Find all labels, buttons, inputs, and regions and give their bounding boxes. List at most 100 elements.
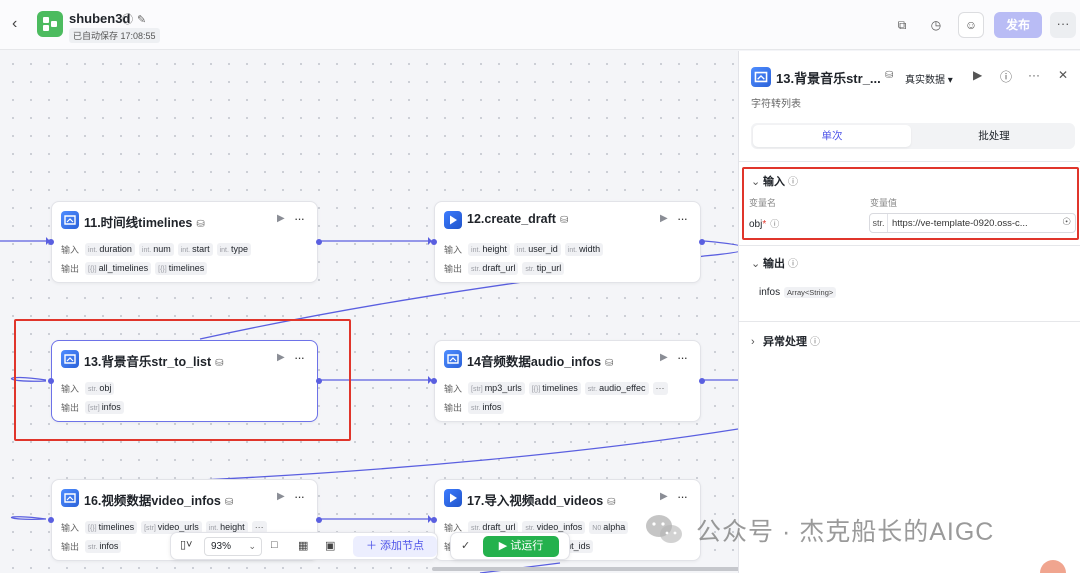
- zoom-select[interactable]: 93% ⌄: [204, 537, 262, 556]
- watermark-text: 公众号 · 杰克船长的AIGC: [696, 518, 995, 546]
- node-more-icon[interactable]: ···: [677, 211, 688, 226]
- param-tag: int.type: [216, 242, 251, 256]
- column-var-name: 变量名: [749, 198, 777, 208]
- wrench-icon[interactable]: ✓: [461, 540, 471, 552]
- help-icon[interactable]: ⓘ: [1000, 70, 1013, 84]
- tab-single[interactable]: 单次: [753, 125, 911, 147]
- output-port[interactable]: [316, 517, 322, 523]
- output-type-tag: Array<String>: [784, 287, 837, 298]
- param-tag: str.draft_url: [468, 261, 519, 275]
- canvas-toolbar: ▯˅ 93% ⌄ □ ▦ ▣ ＋ 添加节点: [170, 532, 438, 560]
- database-icon: ⛁: [224, 497, 234, 508]
- node-create-draft[interactable]: 12.create_draft⛁ ▶ ··· 输入 int.height int…: [431, 201, 705, 283]
- param-tag: str.video_infos: [522, 520, 586, 534]
- output-port[interactable]: [699, 378, 705, 384]
- mouse-mode-icon[interactable]: ▯˅: [180, 539, 193, 551]
- node-outputs-row: 输出 [{}]all_timelines [{}]timelines: [61, 261, 211, 275]
- wire-into-node-16: [11, 516, 47, 520]
- back-arrow-icon[interactable]: ‹: [12, 15, 18, 32]
- comment-icon[interactable]: □: [271, 539, 278, 551]
- inputs-label: 输入: [444, 244, 463, 255]
- wire-into-node-13: [11, 376, 47, 382]
- variable-value-input[interactable]: str.https://ve-template-0920.oss-c... ☉: [869, 213, 1076, 233]
- chevron-right-icon: ›: [751, 336, 755, 348]
- mode-tabs: 单次 批处理: [751, 123, 1075, 149]
- more-icon[interactable]: ···: [1028, 68, 1040, 82]
- node-more-icon[interactable]: ···: [677, 350, 688, 365]
- layout-icon[interactable]: ▦: [298, 540, 309, 552]
- run-node-icon[interactable]: ▶: [277, 491, 285, 502]
- run-node-icon[interactable]: ▶: [660, 352, 668, 363]
- database-icon: ⛁: [196, 219, 205, 230]
- chevron-down-icon: ⌄: [248, 541, 256, 551]
- database-icon: ⛁: [607, 497, 616, 508]
- node-outputs-row: 输出 str.infos: [444, 400, 508, 414]
- output-port[interactable]: [316, 378, 322, 384]
- run-icon[interactable]: ▶: [973, 68, 983, 82]
- outputs-label: 输出: [61, 541, 80, 552]
- node-more-icon[interactable]: ···: [294, 211, 305, 226]
- run-node-icon[interactable]: ▶: [660, 491, 668, 502]
- node-str-to-list[interactable]: 13.背景音乐str_to_list⛁ ▶ ··· 输入 str.obj 输出 …: [48, 340, 322, 422]
- avatar: [1040, 560, 1066, 573]
- plugin-icon: [444, 350, 462, 368]
- param-tag: str.obj: [85, 381, 115, 395]
- input-port[interactable]: [431, 517, 437, 523]
- node-audio-infos[interactable]: 14音频数据audio_infos⛁ ▶ ··· 输入 [str]mp3_url…: [431, 340, 705, 422]
- run-node-icon[interactable]: ▶: [277, 213, 285, 224]
- panel-title: 13.背景音乐str_...: [776, 71, 881, 86]
- node-title: 16.视频数据video_infos: [84, 494, 221, 508]
- chevron-down-icon: ⌄: [751, 176, 761, 188]
- node-title: 11.时间线timelines: [84, 216, 193, 230]
- play-plugin-icon: [444, 211, 462, 229]
- info-icon[interactable]: ⓘ: [122, 14, 133, 26]
- caret-down-icon: ▾: [947, 75, 953, 86]
- node-inputs-row: 输入 [{}]timelines [str]video_urls int.hei…: [61, 520, 271, 534]
- more-menu-button[interactable]: ···: [1050, 12, 1076, 38]
- node-more-icon[interactable]: ···: [294, 489, 305, 504]
- run-node-icon[interactable]: ▶: [660, 213, 668, 224]
- more-params-icon[interactable]: ···: [251, 520, 267, 534]
- test-run-button[interactable]: ▶ 试运行: [483, 536, 559, 557]
- run-node-icon[interactable]: ▶: [277, 352, 285, 363]
- app-name: shuben3d: [69, 11, 131, 26]
- outputs-label: 输出: [61, 402, 80, 413]
- node-title: 12.create_draft: [467, 212, 556, 226]
- input-port[interactable]: [431, 239, 437, 245]
- copy-icon[interactable]: ⧉: [897, 18, 907, 32]
- output-port[interactable]: [316, 239, 322, 245]
- collaborator-icon[interactable]: ☺: [958, 12, 984, 38]
- workflow-canvas[interactable]: 11.时间线timelines⛁ ▶ ··· 输入 int.duration i…: [0, 51, 738, 573]
- output-name: infos: [759, 287, 781, 298]
- output-port[interactable]: [699, 239, 705, 245]
- wechat-icon: [644, 512, 684, 548]
- node-more-icon[interactable]: ···: [677, 489, 688, 504]
- input-port[interactable]: [48, 239, 54, 245]
- param-tag: str.infos: [85, 539, 122, 553]
- tab-batch[interactable]: 批处理: [978, 130, 1010, 142]
- plugin-icon: [751, 67, 771, 87]
- inputs-label: 输入: [61, 383, 80, 394]
- minimap-icon[interactable]: ▣: [325, 540, 336, 552]
- input-port[interactable]: [48, 517, 54, 523]
- node-timelines[interactable]: 11.时间线timelines⛁ ▶ ··· 输入 int.duration i…: [48, 201, 322, 283]
- history-icon[interactable]: ◷: [930, 18, 942, 32]
- reference-icon[interactable]: ☉: [1062, 217, 1071, 228]
- input-port[interactable]: [431, 378, 437, 384]
- data-mode-select[interactable]: 真实数据 ▾: [905, 75, 953, 86]
- input-port[interactable]: [48, 378, 54, 384]
- more-params-icon[interactable]: ···: [652, 381, 668, 395]
- param-tag: str.infos: [468, 400, 505, 414]
- close-icon[interactable]: ✕: [1058, 68, 1069, 82]
- app-logo-icon: [37, 11, 63, 37]
- node-more-icon[interactable]: ···: [294, 350, 305, 365]
- add-node-button[interactable]: ＋ 添加节点: [353, 536, 437, 557]
- plugin-icon: [61, 211, 79, 229]
- publish-button[interactable]: 发布: [994, 12, 1042, 38]
- divider: [739, 161, 1080, 162]
- edit-icon[interactable]: ✎: [137, 14, 147, 26]
- node-outputs-row: 输出 str.draft_url str.tip_url: [444, 261, 568, 275]
